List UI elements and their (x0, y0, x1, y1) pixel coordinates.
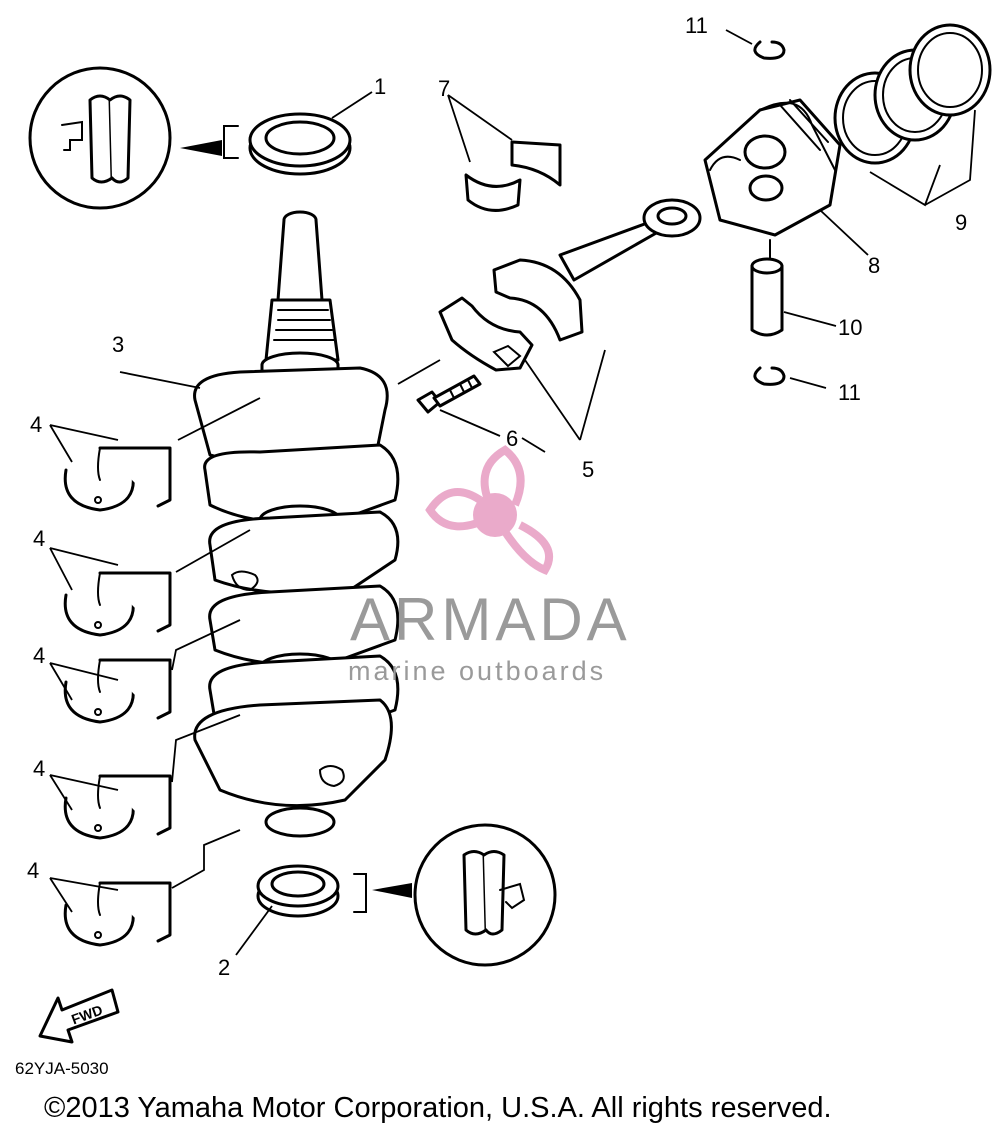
callout-2: 2 (218, 955, 230, 980)
callout-4a: 4 (30, 412, 42, 437)
armada-logo (425, 445, 553, 575)
callout-5: 5 (582, 457, 594, 482)
watermark-tagline: marine outboards (348, 656, 606, 686)
bolt (397, 359, 546, 453)
diagram-code: 62YJA-5030 (15, 1059, 109, 1078)
seal-detail-circle-bottom (353, 823, 557, 967)
callout-11-bottom: 11 (838, 380, 861, 405)
callout-8: 8 (868, 253, 880, 278)
callout-7: 7 (438, 76, 450, 101)
watermark-brand: ARMADA (350, 586, 631, 653)
callout-4d: 4 (33, 756, 45, 781)
callout-4e: 4 (27, 858, 39, 883)
crankshaft (119, 210, 400, 838)
callout-11-top: 11 (685, 13, 708, 38)
callout-10: 10 (838, 315, 862, 340)
circlips (725, 29, 827, 389)
main-bearings (49, 397, 261, 947)
oil-seal-top (248, 91, 373, 176)
callout-4b: 4 (33, 526, 45, 551)
callout-1: 1 (374, 74, 386, 99)
piston-pin (750, 239, 837, 337)
copyright-notice: ©2013 Yamaha Motor Corporation, U.S.A. A… (44, 1092, 832, 1124)
callout-3: 3 (112, 332, 124, 357)
callout-9: 9 (955, 210, 967, 235)
piston-rings (833, 23, 992, 207)
rod-bearing (447, 94, 562, 212)
callout-6: 6 (506, 426, 518, 451)
oil-seal-bottom (235, 864, 340, 956)
fwd-arrow-icon: FWD (38, 988, 120, 1044)
connecting-rod (438, 198, 702, 441)
seal-detail-circle-top (28, 66, 239, 210)
piston (703, 98, 869, 256)
callout-4c: 4 (33, 643, 45, 668)
